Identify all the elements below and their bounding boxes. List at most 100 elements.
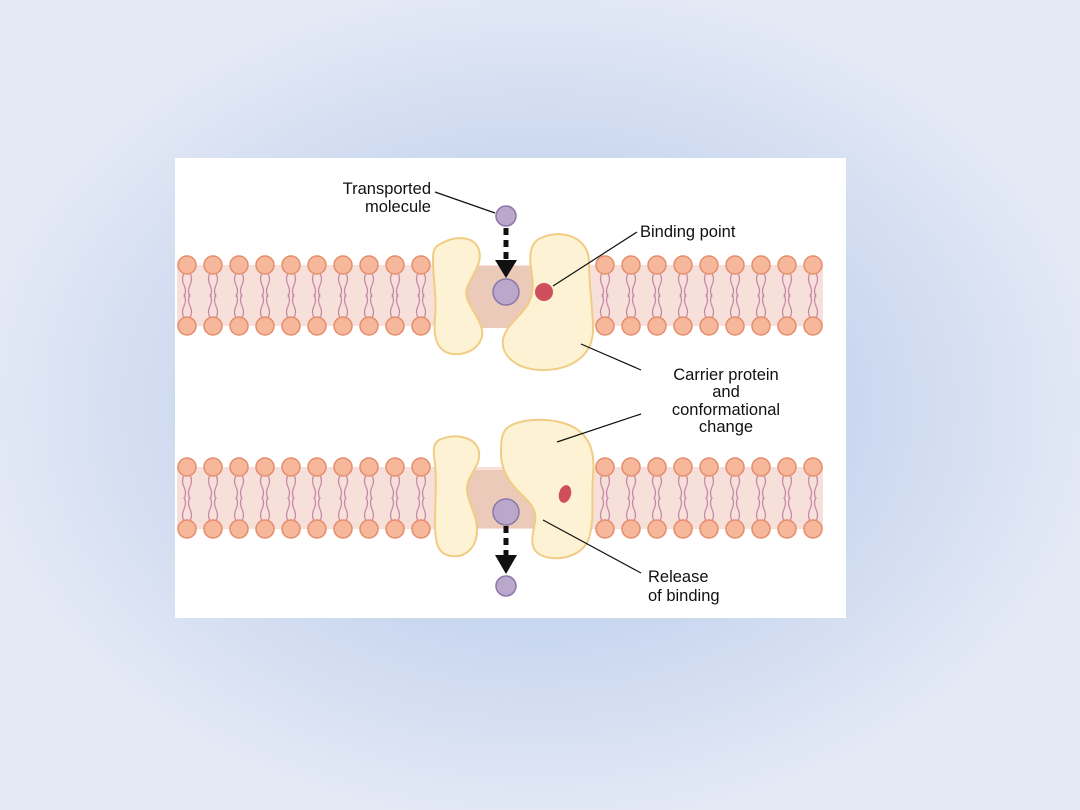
- lipid-tail-lower: [421, 293, 427, 319]
- lipid-tail-upper: [415, 474, 421, 500]
- label-release-2: of binding: [648, 587, 720, 605]
- phospholipid-head: [411, 457, 431, 477]
- lipid-tail-lower: [415, 293, 421, 319]
- lipid-tail-lower: [677, 293, 683, 319]
- lipid-tail-upper: [285, 474, 291, 500]
- lipid-tail-upper: [683, 272, 689, 298]
- lipid-tail-lower: [233, 496, 239, 522]
- phospholipid-head: [595, 519, 615, 539]
- phospholipid-head: [307, 519, 327, 539]
- lipid-tail-lower: [813, 496, 819, 522]
- phospholipid-head: [385, 316, 405, 336]
- lipid-tail-lower: [213, 496, 219, 522]
- lipid-tail-lower: [187, 293, 193, 319]
- phospholipid-head: [203, 519, 223, 539]
- lipid-tail-lower: [625, 293, 631, 319]
- lipid-tail-upper: [807, 474, 813, 500]
- label-carrier-1: Carrier protein: [673, 366, 778, 384]
- phospholipid-head: [699, 316, 719, 336]
- phospholipid-head: [411, 316, 431, 336]
- leader-binding-point: [552, 231, 638, 287]
- lipid-tail-upper: [677, 474, 683, 500]
- phospholipid-head: [177, 255, 197, 275]
- lipid-tail-upper: [207, 272, 213, 298]
- lipid-tail-lower: [285, 293, 291, 319]
- lipid-tail-lower: [735, 293, 741, 319]
- lipid-tail-upper: [605, 272, 611, 298]
- lipid-tail-upper: [683, 474, 689, 500]
- lipid-tail-upper: [651, 272, 657, 298]
- lipid-tail-lower: [729, 293, 735, 319]
- lipid-tail-lower: [631, 293, 637, 319]
- phospholipid-head: [255, 316, 275, 336]
- lipid-tail-lower: [599, 293, 605, 319]
- lipid-tail-upper: [677, 272, 683, 298]
- phospholipid-head: [673, 457, 693, 477]
- lipid-tail-upper: [599, 272, 605, 298]
- carrier-protein-bottom: [432, 418, 595, 560]
- phospholipid-head: [777, 457, 797, 477]
- lipid-tail-lower: [755, 496, 761, 522]
- phospholipid-head: [751, 255, 771, 275]
- lipid-tail-upper: [761, 474, 767, 500]
- lipid-tail-upper: [709, 474, 715, 500]
- phospholipid-head: [203, 457, 223, 477]
- phospholipid-head: [411, 519, 431, 539]
- phospholipid-head: [177, 519, 197, 539]
- lipid-tail-lower: [761, 496, 767, 522]
- phospholipid-head: [647, 457, 667, 477]
- lipid-tail-lower: [781, 293, 787, 319]
- lipid-tail-lower: [787, 293, 793, 319]
- lipid-tail-lower: [213, 293, 219, 319]
- lipid-tail-lower: [787, 496, 793, 522]
- phospholipid-head: [281, 255, 301, 275]
- lipid-tail-lower: [207, 496, 213, 522]
- lipid-tail-lower: [337, 293, 343, 319]
- lipid-tail-lower: [181, 496, 187, 522]
- lipid-tail-upper: [265, 474, 271, 500]
- lipid-tail-lower: [369, 496, 375, 522]
- lipid-tail-lower: [317, 496, 323, 522]
- lipid-tail-lower: [651, 293, 657, 319]
- phospholipid-head: [177, 457, 197, 477]
- lipid-tail-lower: [415, 496, 421, 522]
- molecule-released: [495, 575, 517, 597]
- label-carrier-2: and: [712, 383, 740, 401]
- lipid-tail-upper: [259, 474, 265, 500]
- lipid-tail-lower: [683, 496, 689, 522]
- lipid-tail-lower: [657, 293, 663, 319]
- phospholipid-head: [359, 457, 379, 477]
- lipid-tail-lower: [807, 496, 813, 522]
- lipid-tail-upper: [395, 474, 401, 500]
- lipid-tail-lower: [605, 496, 611, 522]
- label-release-1: Release: [648, 568, 709, 586]
- phospholipid-head: [281, 519, 301, 539]
- lipid-tail-upper: [389, 474, 395, 500]
- lipid-tail-upper: [259, 272, 265, 298]
- phospholipid-head: [281, 316, 301, 336]
- lipid-tail-lower: [599, 496, 605, 522]
- lipid-tail-lower: [311, 293, 317, 319]
- lipid-tail-upper: [781, 474, 787, 500]
- lipid-tail-lower: [703, 496, 709, 522]
- phospholipid-head: [385, 519, 405, 539]
- phospholipid-head: [359, 519, 379, 539]
- leader-carrier-bottom: [556, 413, 642, 443]
- molecule-bound-top: [492, 278, 520, 306]
- lipid-tail-upper: [631, 272, 637, 298]
- lipid-tail-lower: [291, 496, 297, 522]
- lipid-tail-lower: [363, 293, 369, 319]
- lipid-tail-upper: [213, 474, 219, 500]
- phospholipid-head: [333, 519, 353, 539]
- lipid-tail-upper: [807, 272, 813, 298]
- phospholipid-head: [803, 457, 823, 477]
- lipid-tail-lower: [735, 496, 741, 522]
- phospholipid-head: [621, 519, 641, 539]
- lipid-tail-upper: [291, 474, 297, 500]
- phospholipid-head: [177, 316, 197, 336]
- lipid-tail-lower: [781, 496, 787, 522]
- lipid-tail-upper: [285, 272, 291, 298]
- lipid-tail-upper: [363, 272, 369, 298]
- lipid-tail-lower: [709, 293, 715, 319]
- lipid-tail-upper: [239, 272, 245, 298]
